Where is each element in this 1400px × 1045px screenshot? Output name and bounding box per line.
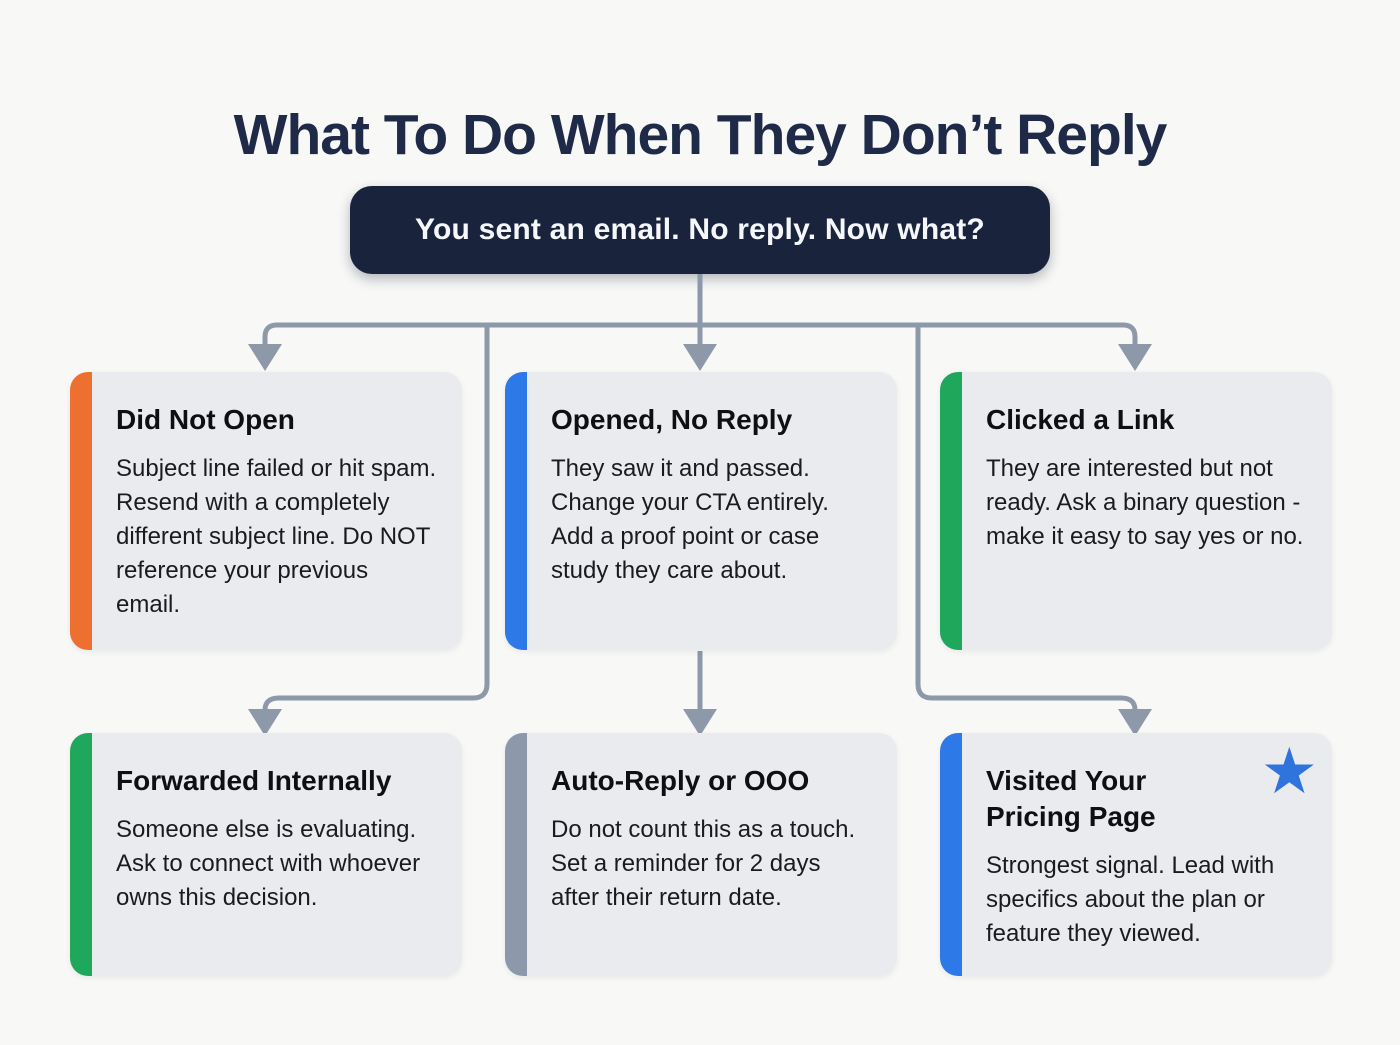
card-title: Did Not Open: [116, 404, 295, 435]
card-title: Auto-Reply or OOO: [551, 765, 810, 796]
card-forwarded-internally: Forwarded Internally Someone else is eva…: [70, 733, 462, 976]
card-accent-bar: [70, 733, 92, 976]
star-icon: ★: [1260, 735, 1318, 807]
card-title: Forwarded Internally: [116, 765, 392, 796]
card-accent-bar: [505, 372, 527, 650]
root-node-label: You sent an email. No reply. Now what?: [415, 213, 985, 246]
arrowhead-icon: [683, 709, 717, 736]
card-accent-bar: [505, 733, 527, 976]
root-node: You sent an email. No reply. Now what?: [350, 186, 1050, 274]
card-opened-no-reply: Opened, No Reply They saw it and passed.…: [505, 372, 897, 650]
arrowhead-icon: [1118, 709, 1152, 736]
arrowhead-icon: [248, 344, 282, 371]
card-body: Do not count this as a touch. Set a remi…: [551, 816, 856, 911]
card-clicked-a-link: Clicked a Link They are interested but n…: [940, 372, 1332, 650]
arrowhead-icon: [1118, 344, 1152, 371]
connector-branch-bar: [262, 322, 1138, 348]
card-title: Visited Your Pricing Page: [986, 765, 1156, 832]
card-visited-pricing-page: Visited Your Pricing Page Strongest sign…: [940, 733, 1332, 976]
page-title: What To Do When They Don’t Reply: [233, 103, 1168, 168]
card-auto-reply-ooo: Auto-Reply or OOO Do not count this as a…: [505, 733, 897, 976]
arrowhead-icon: [683, 344, 717, 371]
card-did-not-open: Did Not Open Subject line failed or hit …: [70, 372, 462, 650]
card-title: Opened, No Reply: [551, 404, 793, 435]
card-body: They saw it and passed. Change your CTA …: [551, 455, 829, 584]
arrowhead-icon: [248, 709, 282, 736]
card-accent-bar: [940, 372, 962, 650]
card-body: Subject line failed or hit spam. Resend …: [116, 455, 437, 618]
card-title: Clicked a Link: [986, 404, 1175, 435]
card-body: Strongest signal. Lead with specifics ab…: [986, 852, 1275, 947]
card-accent-bar: [940, 733, 962, 976]
card-accent-bar: [70, 372, 92, 650]
card-body: Someone else is evaluating. Ask to conne…: [116, 816, 421, 911]
card-body: They are interested but not ready. Ask a…: [986, 455, 1304, 550]
